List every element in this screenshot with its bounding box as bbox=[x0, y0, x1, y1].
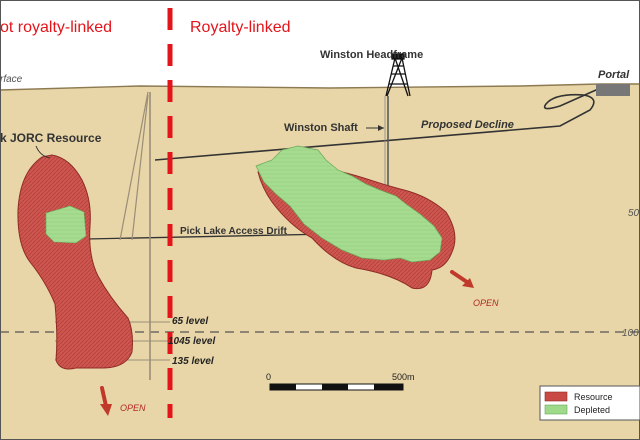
level-label-3: 135 level bbox=[172, 356, 214, 367]
shaft-pointer-arrow bbox=[378, 125, 384, 131]
portal-label: Portal bbox=[598, 69, 630, 81]
shaft-label: Winston Shaft bbox=[284, 122, 358, 134]
heading-royalty-linked: Royalty-linked bbox=[190, 19, 290, 36]
scale-bar bbox=[269, 383, 404, 391]
left-incline-1 bbox=[119, 91, 149, 241]
legend: Resource Depleted bbox=[539, 385, 640, 421]
left-incline-2 bbox=[131, 94, 149, 241]
open-arrow-right bbox=[450, 270, 474, 288]
sky bbox=[0, 0, 640, 90]
portal-marker bbox=[596, 84, 630, 96]
open-label-left: OPEN bbox=[120, 403, 146, 413]
headframe-label: Winston Headframe bbox=[320, 49, 423, 61]
elevation-tick-50: 50 bbox=[628, 208, 640, 219]
legend-label-resource: Resource bbox=[574, 392, 613, 402]
heading-not-royalty-linked: ot royalty-linked bbox=[0, 19, 112, 36]
jorc-pointer bbox=[35, 145, 51, 159]
drift-label: Pick Lake Access Drift bbox=[180, 226, 288, 237]
jorc-label: k JORC Resource bbox=[0, 131, 102, 145]
open-label-right: OPEN bbox=[473, 298, 499, 308]
ground bbox=[0, 84, 640, 440]
legend-swatch-resource bbox=[544, 391, 568, 402]
legend-label-depleted: Depleted bbox=[574, 405, 610, 415]
headframe-icon bbox=[385, 53, 411, 97]
scale-end: 500m bbox=[392, 372, 415, 382]
legend-swatch-depleted bbox=[544, 404, 568, 415]
winston-depleted bbox=[255, 145, 443, 263]
level-label-1: 65 level bbox=[172, 316, 208, 327]
proposed-decline bbox=[154, 85, 606, 161]
surface-label: rface bbox=[0, 74, 23, 85]
open-arrow-left bbox=[100, 386, 112, 416]
decline-label: Proposed Decline bbox=[421, 119, 514, 131]
level-label-2: 1045 level bbox=[168, 336, 215, 347]
pick-lake-depleted bbox=[45, 205, 87, 244]
scale-start: 0 bbox=[266, 372, 271, 382]
pick-lake-resource bbox=[17, 154, 133, 370]
elevation-tick-100: 100 bbox=[622, 328, 639, 339]
